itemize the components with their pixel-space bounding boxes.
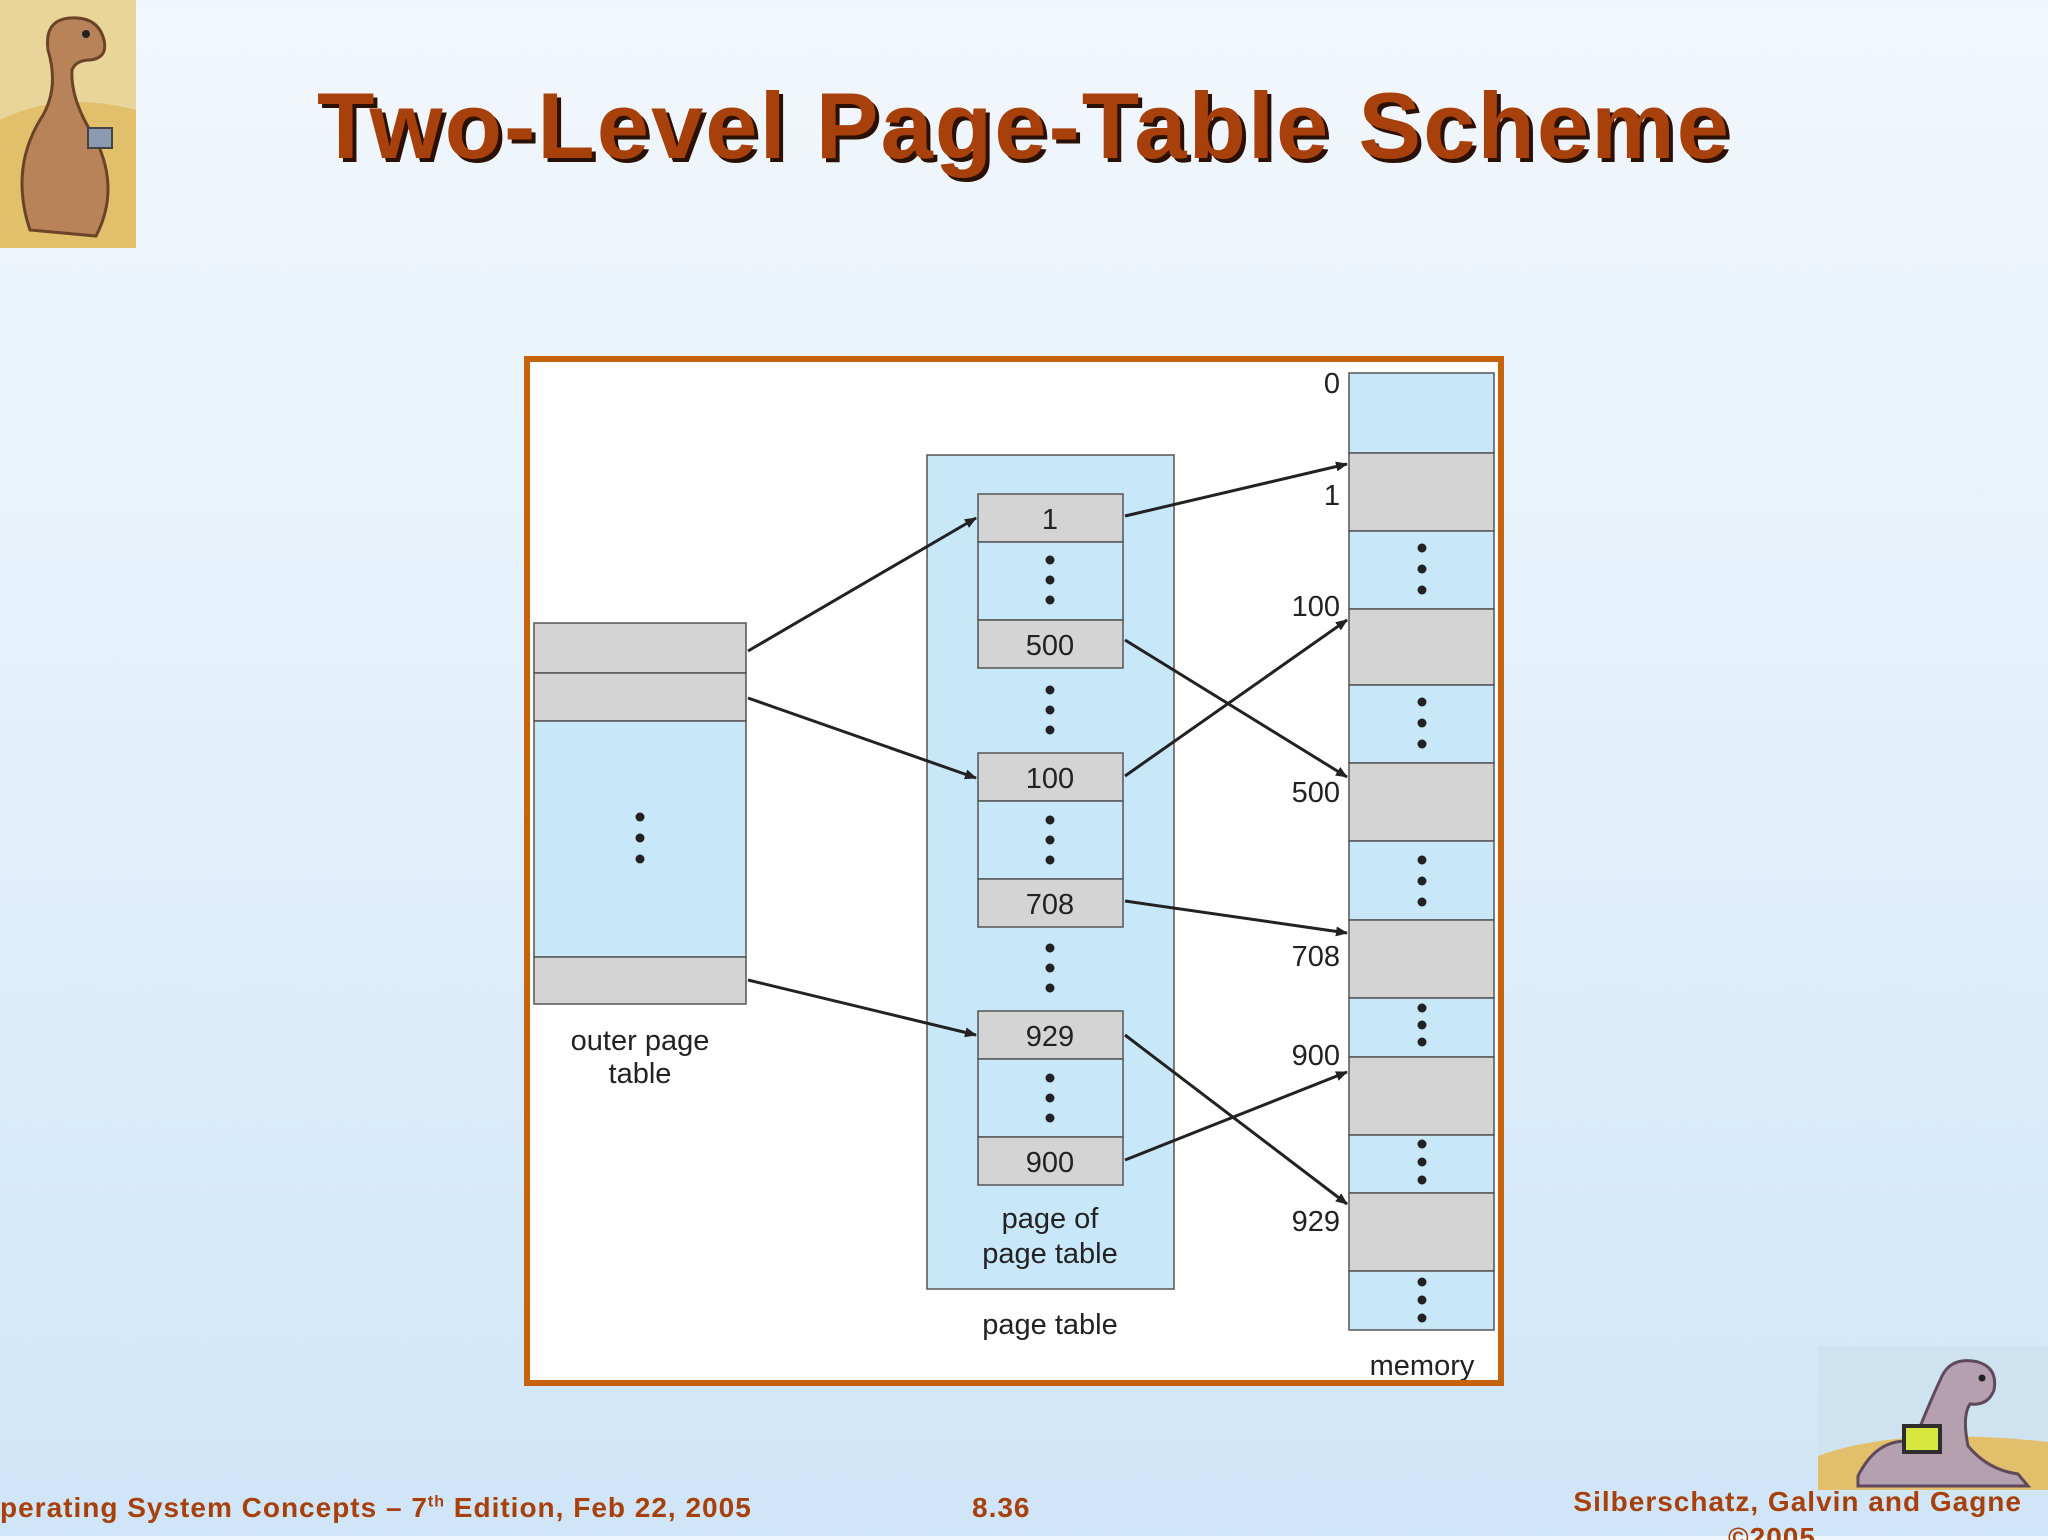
memory-ellipsis-dots (1417, 543, 1427, 1323)
arrow-1-to-frame1 (1124, 461, 1348, 518)
address-100: 100 (1292, 591, 1340, 623)
memory-column (1348, 372, 1495, 1331)
dinosaur-laptop-mascot-bottom-right (1818, 1346, 2048, 1490)
outer-entry-1 (533, 622, 747, 674)
entry-929: 929 (1026, 1021, 1074, 1053)
mapping-arrows (747, 461, 1348, 1206)
address-500: 500 (1292, 777, 1340, 809)
footer-title-sup: th (427, 1493, 446, 1511)
footer-authors: Silberschatz, Galvin and Gagne ©2005 (1522, 1486, 2022, 1540)
arrow-outer2-to-block2 (747, 696, 977, 780)
entry-500: 500 (1026, 630, 1074, 662)
arrow-outerlast-to-block3 (747, 978, 977, 1038)
outer-page-table (533, 622, 747, 1005)
outer-entry-2 (533, 672, 747, 722)
arrow-outer1-to-block1 (747, 516, 977, 653)
arrow-900-to-frame900 (1124, 1070, 1348, 1162)
footer-book-title: perating System Concepts – 7th Edition, … (0, 1492, 900, 1524)
page-of-label-line2: page table (982, 1238, 1117, 1270)
footer-authors-text: Silberschatz, Galvin and Gagne (1573, 1486, 2022, 1517)
address-900: 900 (1292, 1040, 1340, 1072)
footer-title-part2: Edition, Feb 22, 2005 (445, 1492, 752, 1523)
entry-100: 100 (1026, 763, 1074, 795)
memory-label: memory (1370, 1350, 1475, 1380)
slide-title: Two-Level Page-Table Scheme (317, 73, 1731, 178)
dinosaur-mascot-top-left (0, 0, 136, 248)
two-level-page-table-diagram: outer page table 1 500 100 708 929 900 p… (533, 368, 1495, 1380)
address-929: 929 (1292, 1206, 1340, 1238)
arrow-708-to-frame708 (1124, 899, 1348, 937)
page-table-label: page table (982, 1309, 1117, 1341)
arrow-100-to-frame100 (1124, 618, 1348, 778)
address-1: 1 (1324, 480, 1340, 512)
outer-ellipsis-dots (635, 812, 645, 864)
page-table-ellipsis-dots (1045, 555, 1055, 1123)
arrow-929-to-frame929 (1124, 1033, 1348, 1206)
page-of-label-line1: page of (1002, 1203, 1100, 1235)
entry-900: 900 (1026, 1147, 1074, 1179)
footer-title-part1: perating System Concepts – 7 (0, 1492, 428, 1523)
entry-708: 708 (1026, 889, 1074, 921)
outer-label-line2: table (609, 1058, 672, 1090)
footer-copyright: ©2005 (1728, 1522, 1816, 1540)
outer-label-line1: outer page (571, 1025, 710, 1057)
outer-entry-last (533, 956, 747, 1005)
footer-slide-number: 8.36 (972, 1492, 1031, 1523)
address-0: 0 (1324, 368, 1340, 400)
address-708: 708 (1292, 941, 1340, 973)
arrow-500-to-frame500 (1124, 638, 1348, 779)
entry-1: 1 (1042, 504, 1058, 536)
